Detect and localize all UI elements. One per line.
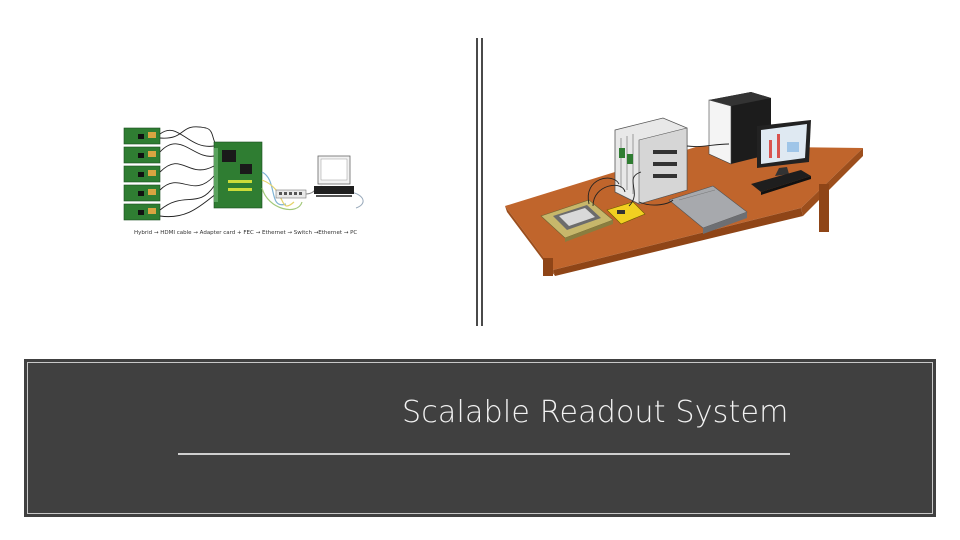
slide-title: Scalable Readout System <box>402 395 789 430</box>
fec-card-icon <box>213 141 263 209</box>
readout-chain-figure <box>123 126 364 221</box>
title-banner-frame: Scalable Readout System <box>27 362 933 514</box>
readout-chain-diagram: Hybrid → HDMI cable → Adapter card + FEC… <box>118 120 368 250</box>
readout-box-icon <box>668 185 748 234</box>
title-underline <box>178 453 790 455</box>
title-banner: Scalable Readout System <box>24 359 936 517</box>
hybrid-board-icon <box>123 127 161 221</box>
lab-setup-illustration <box>503 88 868 276</box>
ethernet-cables <box>261 171 303 211</box>
ethernet-switch-icon <box>275 189 307 199</box>
computer-tower-icon <box>708 92 771 165</box>
diagram-caption: Hybrid → HDMI cable → Adapter card + FEC… <box>134 230 358 236</box>
adapter-card-icon <box>606 201 646 225</box>
vertical-divider <box>476 38 483 326</box>
desk-cables <box>587 143 730 207</box>
pc-cable <box>349 191 364 209</box>
pc-icon <box>314 155 354 197</box>
monitor-icon <box>757 120 811 176</box>
hdmi-cables <box>159 126 217 218</box>
lab-setup-figure <box>505 92 863 276</box>
crate-icon <box>614 117 688 205</box>
keyboard-icon <box>751 170 811 195</box>
detector-icon <box>540 199 614 242</box>
